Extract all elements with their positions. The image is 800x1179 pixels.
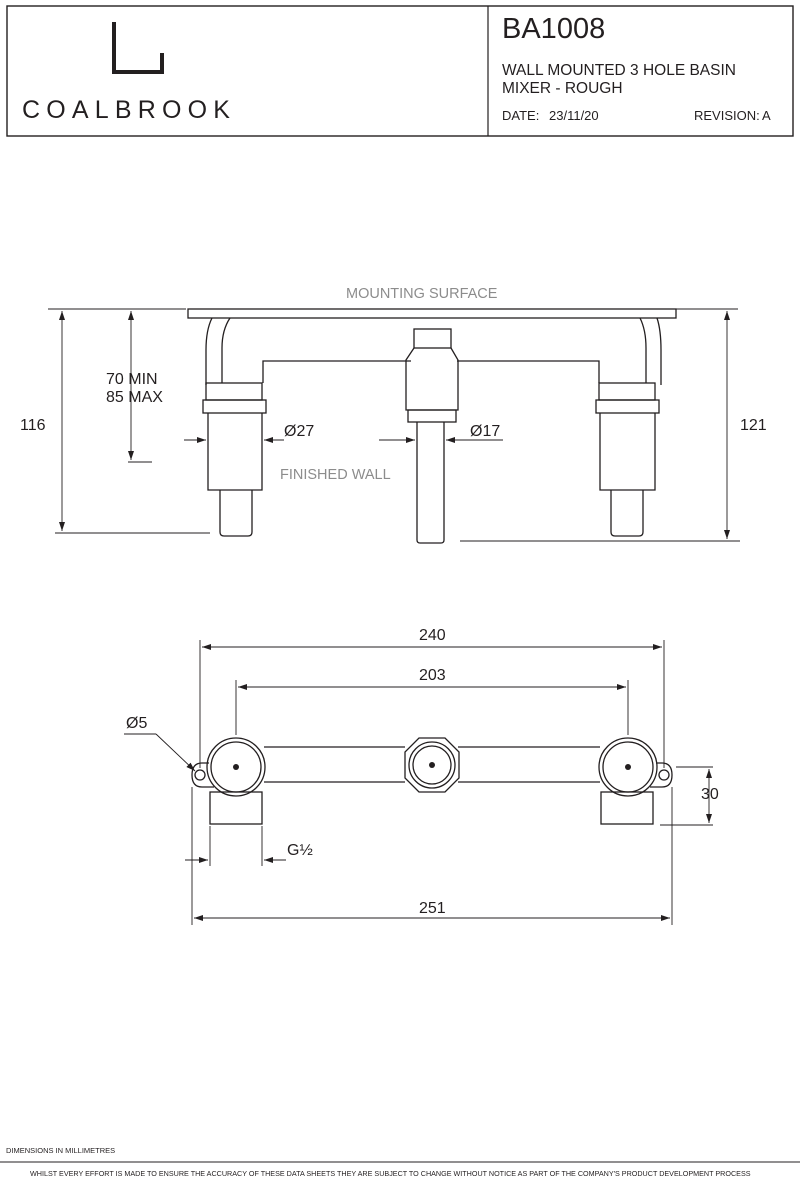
revision-label: REVISION: bbox=[694, 108, 760, 123]
height-right-label: 121 bbox=[740, 417, 767, 434]
side-view-dimensions bbox=[48, 308, 740, 542]
depth-min-label: 70 MIN bbox=[106, 371, 158, 388]
depth-label: 30 bbox=[701, 786, 719, 803]
mounting-surface-label: MOUNTING SURFACE bbox=[346, 286, 498, 302]
plan-view-drawing bbox=[191, 737, 673, 825]
plan-centre-marks bbox=[233, 762, 631, 770]
brand-name: COALBROOK bbox=[22, 96, 237, 124]
product-title-line1: WALL MOUNTED 3 HOLE BASIN bbox=[502, 62, 736, 79]
width-centres-label: 203 bbox=[419, 667, 446, 684]
revision-value: A bbox=[762, 108, 771, 123]
disclaimer: WHILST EVERY EFFORT IS MADE TO ENSURE TH… bbox=[30, 1169, 751, 1178]
plan-view-dimensions bbox=[124, 640, 713, 925]
date-value: 23/11/20 bbox=[549, 108, 599, 123]
bracket-logo-icon bbox=[112, 22, 164, 74]
title-block bbox=[6, 5, 794, 137]
height-left-label: 116 bbox=[20, 417, 46, 434]
finished-wall-label: FINISHED WALL bbox=[280, 467, 391, 483]
side-view-drawing bbox=[187, 308, 677, 544]
spout-diameter-label: Ø17 bbox=[470, 423, 501, 440]
product-title-line2: MIXER - ROUGH bbox=[502, 80, 623, 97]
units-note: DIMENSIONS IN MILLIMETRES bbox=[6, 1146, 116, 1155]
width-outer-label: 240 bbox=[419, 627, 446, 644]
depth-max-label: 85 MAX bbox=[106, 389, 163, 406]
hole-diameter-label: Ø5 bbox=[126, 715, 148, 732]
width-overall-label: 251 bbox=[419, 900, 446, 917]
body-diameter-label: Ø27 bbox=[284, 423, 315, 440]
date-label: DATE: bbox=[502, 108, 540, 123]
thread-label: G½ bbox=[287, 842, 313, 859]
product-code: BA1008 bbox=[502, 13, 606, 45]
